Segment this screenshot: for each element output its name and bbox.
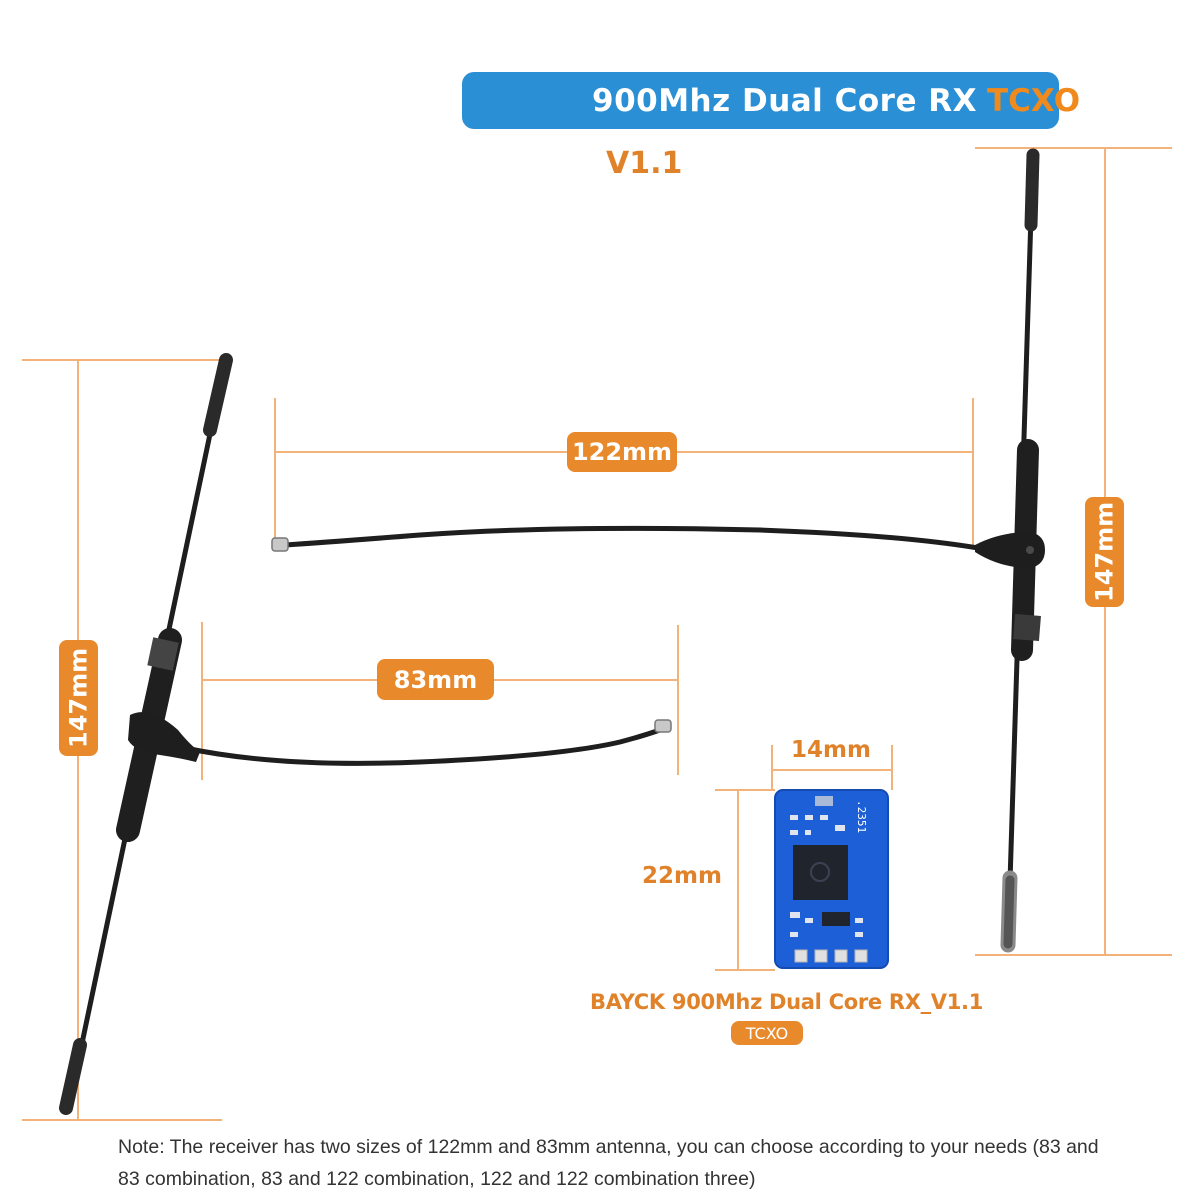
receiver-board: .2351 (774, 789, 889, 969)
right-antenna-height-label: 147mm (1085, 497, 1124, 607)
version-label: V1.1 (606, 146, 683, 181)
title-accent: TCXO (987, 82, 1081, 119)
right-antenna (271, 148, 1045, 953)
left-antenna-height-label: 147mm (59, 640, 98, 756)
receiver-caption: BAYCK 900Mhz Dual Core RX_V1.1 (590, 990, 984, 1014)
title-banner: 900Mhz Dual Core RX TCXO (462, 72, 1080, 129)
pcb-marking: .2351 (855, 800, 868, 833)
board-width-label: 14mm (791, 737, 871, 763)
receiver-badge: TCXO (731, 1021, 803, 1045)
left-antenna (59, 353, 672, 1115)
dimension-lines (22, 147, 1172, 1121)
board-height-label: 22mm (642, 863, 722, 889)
note-text: Note: The receiver has two sizes of 122m… (118, 1136, 1099, 1190)
long-cable-length-label: 122mm (567, 432, 677, 472)
title-main: 900Mhz Dual Core RX (592, 82, 978, 119)
short-cable-length-label: 83mm (377, 659, 494, 700)
